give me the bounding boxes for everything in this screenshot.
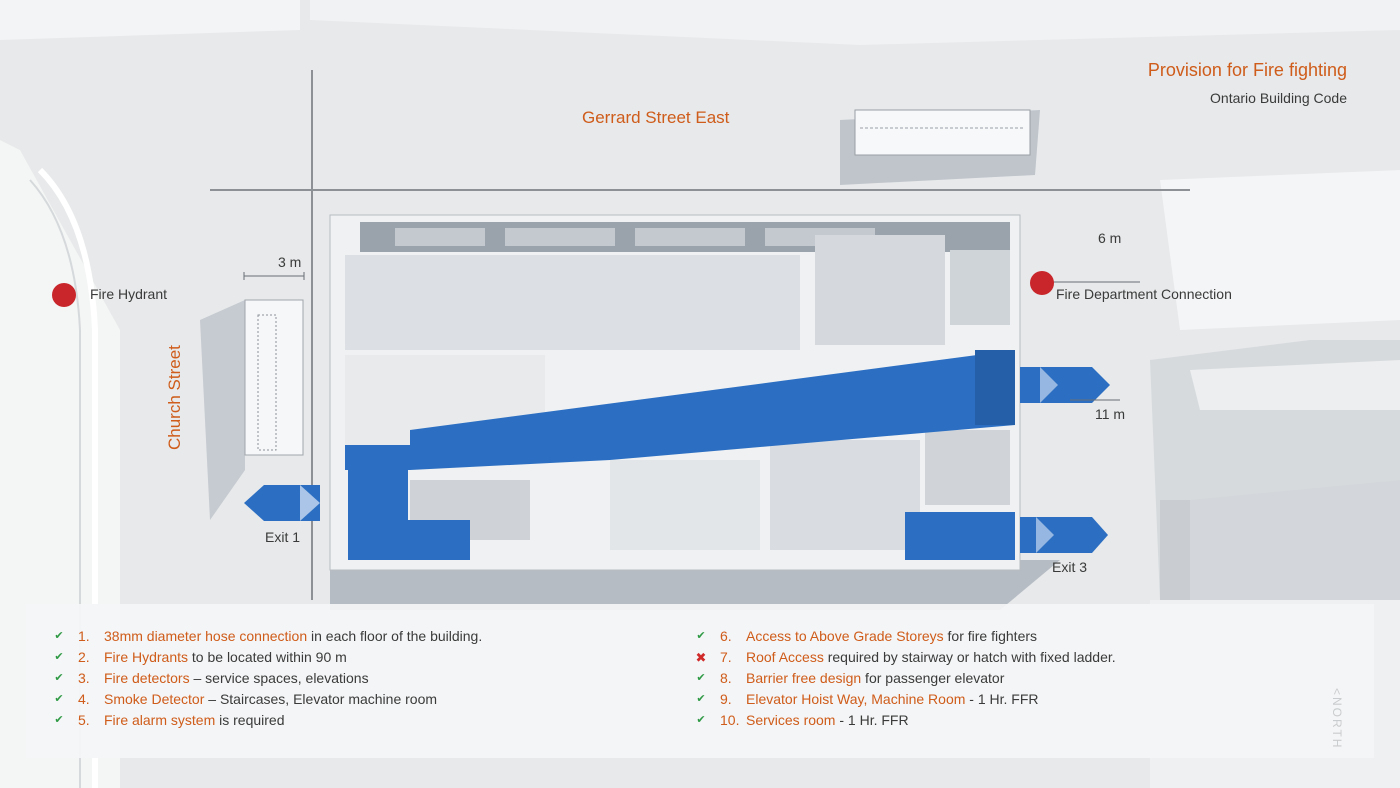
check-icon: ✔ bbox=[696, 714, 706, 726]
requirement-item: ✔ 6. Access to Above Grade Storeys for fir… bbox=[694, 626, 1116, 647]
check-icon: ✔ bbox=[696, 630, 706, 642]
check-icon: ✔ bbox=[54, 693, 64, 705]
dimension-3m: 3 m bbox=[278, 254, 302, 270]
requirement-item: ✔ 8. Barrier free design for passenger ele… bbox=[694, 668, 1116, 689]
check-icon: ✔ bbox=[54, 714, 64, 726]
requirement-item: ✔ 10. Services room - 1 Hr. FFR bbox=[694, 710, 1116, 731]
requirement-number: 5. bbox=[78, 712, 90, 728]
check-icon: ✔ bbox=[54, 630, 64, 642]
north-indicator: <NORTH bbox=[1330, 688, 1344, 750]
diagram-title: Provision for Fire fighting bbox=[1147, 60, 1347, 80]
requirement-item: ✔ 5. Fire alarm system is required bbox=[52, 710, 482, 731]
requirement-number: 3. bbox=[78, 670, 90, 686]
requirement-text: is required bbox=[215, 712, 285, 728]
requirement-number: 6. bbox=[720, 628, 732, 644]
dimension-11m: 11 m bbox=[1095, 406, 1126, 422]
requirement-number: 9. bbox=[720, 691, 732, 707]
requirements-list-right: ✔ 6. Access to Above Grade Storeys for fir… bbox=[694, 626, 1116, 731]
requirement-highlight: Fire Hydrants bbox=[104, 649, 189, 665]
diagram-subtitle: Ontario Building Code bbox=[1210, 90, 1347, 106]
street-label-gerrard: Gerrard Street East bbox=[582, 108, 730, 127]
check-icon: ✔ bbox=[54, 651, 64, 663]
exit-1-label: Exit 1 bbox=[265, 529, 301, 545]
exit-3-label: Exit 3 bbox=[1052, 559, 1088, 575]
requirement-number: 1. bbox=[78, 628, 90, 644]
requirement-item: ✔ 4. Smoke Detector – Staircases, Elevator… bbox=[52, 689, 482, 710]
fire-hydrant-marker bbox=[52, 283, 76, 307]
requirement-text: to be located within 90 m bbox=[188, 649, 347, 665]
requirement-highlight: Access to Above Grade Storeys bbox=[746, 628, 944, 644]
requirement-highlight: Smoke Detector bbox=[104, 691, 205, 707]
requirement-highlight: Fire alarm system bbox=[104, 712, 216, 728]
cross-icon: ✖ bbox=[695, 650, 707, 665]
check-icon: ✔ bbox=[696, 672, 706, 684]
requirement-item: ✔ 2. Fire Hydrants to be located within 90… bbox=[52, 647, 482, 668]
requirement-number: 8. bbox=[720, 670, 732, 686]
requirement-highlight: Barrier free design bbox=[746, 670, 862, 686]
dimension-6m: 6 m bbox=[1098, 230, 1122, 246]
street-label-church: Church Street bbox=[165, 345, 184, 450]
requirement-number: 2. bbox=[78, 649, 90, 665]
requirement-text: required by stairway or hatch with fixed… bbox=[823, 649, 1116, 665]
fdc-label: Fire Department Connection bbox=[1056, 286, 1232, 302]
requirement-item: ✔ 3. Fire detectors – service spaces, elev… bbox=[52, 668, 482, 689]
requirement-text: - 1 Hr. FFR bbox=[965, 691, 1039, 707]
requirement-item: ✖ 7. Roof Access required by stairway or h… bbox=[694, 647, 1116, 668]
requirement-text: – service spaces, elevations bbox=[189, 670, 369, 686]
requirement-highlight: 38mm diameter hose connection bbox=[104, 628, 308, 644]
requirement-item: ✔ 9. Elevator Hoist Way, Machine Room - 1 … bbox=[694, 689, 1116, 710]
fdc-marker bbox=[1030, 271, 1054, 295]
requirement-highlight: Services room bbox=[746, 712, 836, 728]
requirement-highlight: Elevator Hoist Way, Machine Room bbox=[746, 691, 966, 707]
requirement-text: - 1 Hr. FFR bbox=[835, 712, 909, 728]
requirement-number: 10. bbox=[720, 712, 740, 728]
requirement-text: for fire fighters bbox=[943, 628, 1038, 644]
check-icon: ✔ bbox=[696, 693, 706, 705]
requirement-item: ✔ 1. 38mm diameter hose connection in each… bbox=[52, 626, 482, 647]
requirement-text: for passenger elevator bbox=[861, 670, 1005, 686]
fire-hydrant-label: Fire Hydrant bbox=[90, 286, 168, 302]
requirement-number: 4. bbox=[78, 691, 90, 707]
requirements-panel: ✔ 1. 38mm diameter hose connection in each… bbox=[26, 604, 1374, 758]
requirement-highlight: Fire detectors bbox=[104, 670, 190, 686]
requirement-number: 7. bbox=[720, 649, 732, 665]
requirements-list-left: ✔ 1. 38mm diameter hose connection in each… bbox=[52, 626, 482, 731]
requirement-highlight: Roof Access bbox=[746, 649, 824, 665]
check-icon: ✔ bbox=[54, 672, 64, 684]
requirement-text: – Staircases, Elevator machine room bbox=[204, 691, 438, 707]
requirement-text: in each floor of the building. bbox=[307, 628, 483, 644]
